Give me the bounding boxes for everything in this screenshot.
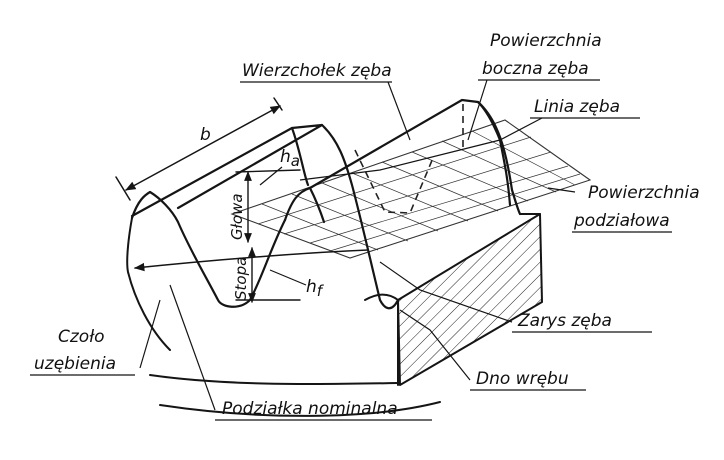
leader-lines [139,79,576,411]
label-b: b [200,125,211,145]
tooth-back [283,98,522,224]
label-flank-surface-1: Powierzchnia [490,31,602,51]
label-tooth-tip: Wierzchołek zęba [242,61,392,81]
label-nominal-pitch: Podziałka nominalna [222,399,398,419]
tooth-front [130,123,400,310]
label-root-bottom: Dno wrębu [476,369,569,389]
label-hf: hf [306,277,325,300]
label-face-2: uzębienia [34,354,116,374]
label-pitch-surface-1: Powierzchnia [588,183,700,203]
height-dimensions [235,169,301,303]
width-dimension [115,97,283,201]
label-underlines [30,79,672,421]
label-tooth-profile: Zarys zęba [517,311,612,331]
label-flank-surface-2: boczna zęba [482,59,589,79]
gear-body [126,213,543,417]
hidden-edges [354,104,464,214]
label-addendum: Głowa [228,193,246,240]
label-ha: ha [280,147,300,170]
label-pitch-surface-2: podziałowa [573,211,670,231]
label-dedendum: Stopa [232,257,250,300]
label-tooth-line: Linia zęba [534,97,620,117]
nominal-pitch-arc [133,249,369,272]
label-face-1: Czoło [58,327,104,347]
